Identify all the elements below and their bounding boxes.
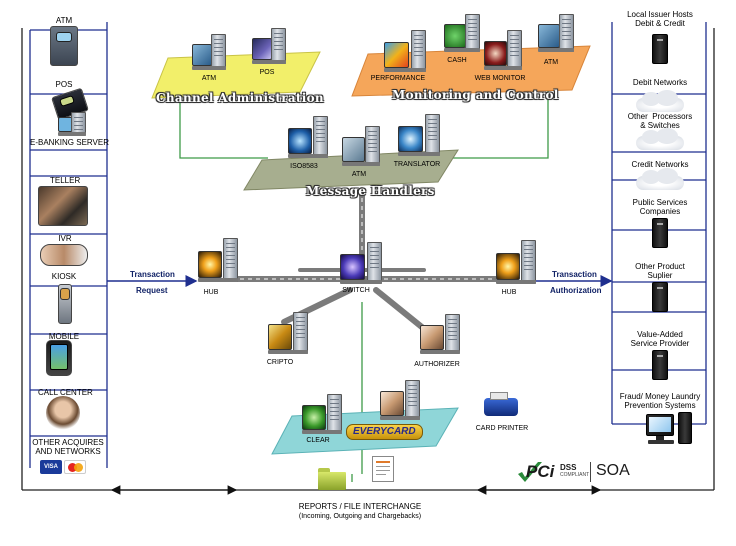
channel-other-acquirers-label: OTHER ACQUIRES AND NETWORKS: [32, 438, 104, 456]
performance-label: PERFORMANCE: [370, 75, 426, 82]
clear-server-icon: [302, 394, 342, 434]
visa-card-icon: VISA: [40, 460, 62, 474]
mastercard-icon: [64, 460, 86, 474]
reports-label: REPORTS / FILE INTERCHANGE: [298, 502, 422, 511]
channel-kiosk-label: KIOSK: [51, 272, 77, 281]
monitoring-atm-server-icon: [538, 14, 574, 52]
network-public-services-label: Public Services Companies: [632, 198, 688, 216]
message-handlers-title: Message Handlers: [306, 184, 435, 198]
cripto-label: CRIPTO: [266, 359, 294, 366]
other-processors-cloud-icon: [636, 128, 684, 150]
authorizer-server-icon: [420, 314, 460, 354]
clear-label: CLEAR: [306, 437, 330, 444]
message-handlers-platform: [243, 149, 459, 191]
card-printer-icon: [484, 392, 518, 416]
transaction-authorization-label-1: Transaction: [552, 270, 597, 279]
network-other-product-label: Other Product Suplier: [635, 262, 685, 280]
cash-label: CASH: [447, 57, 467, 64]
iso8583-label: ISO8583: [290, 163, 318, 170]
web-monitor-label: WEB MONITOR: [474, 75, 526, 82]
admin-pos-server-icon: [252, 28, 286, 64]
compliant-text: COMPLIANT: [560, 472, 590, 478]
transaction-authorization-label-2: Authorization: [550, 286, 602, 295]
iso8583-server-icon: [288, 116, 328, 158]
channel-call-center-label: CALL CENTER: [38, 388, 93, 397]
hub-right-label: HUB: [501, 289, 517, 296]
network-credit-label: Credit Networks: [631, 160, 689, 169]
credit-networks-cloud-icon: [636, 168, 684, 190]
monitoring-atm-label: ATM: [543, 59, 559, 66]
cripto-server-icon: [268, 312, 308, 354]
reports-sublabel: (Incoming, Outgoing and Chargebacks): [298, 513, 422, 520]
message-atm-label: ATM: [351, 171, 367, 178]
atm-machine-icon: [50, 26, 78, 66]
network-debit-label: Debit Networks: [632, 78, 688, 87]
network-local-issuer-label: Local Issuer Hosts Debit & Credit: [627, 10, 693, 28]
web-monitor-server-icon: [484, 30, 522, 70]
translator-label: TRANSLATOR: [393, 161, 441, 168]
report-document-icon: [372, 456, 394, 482]
ebanking-server-icon: [58, 112, 86, 136]
value-added-server-icon: [652, 350, 668, 380]
channel-ivr-label: IVR: [58, 234, 72, 243]
soa-text: SOA: [596, 462, 630, 479]
hub-left-label: HUB: [203, 289, 219, 296]
channel-teller-label: TELLER: [50, 176, 81, 185]
card-printer-label: CARD PRINTER: [475, 425, 529, 432]
dss-text: DSS: [560, 463, 577, 472]
call-center-agent-icon: [46, 396, 80, 430]
network-other-processors-label: Other Processors & Switches: [627, 112, 693, 130]
authorizer-label: AUTHORIZER: [414, 361, 460, 368]
teller-photo-icon: [38, 186, 88, 226]
message-atm-server-icon: [342, 126, 380, 166]
local-issuer-server-icon: [652, 34, 668, 64]
monitoring-title: Monitoring and Control: [392, 88, 559, 102]
channel-admin-title: Channel Administration: [156, 91, 324, 105]
other-product-server-icon: [652, 282, 668, 312]
hub-right-server-icon: [496, 240, 536, 284]
cash-server-icon: [444, 14, 480, 52]
switch-server-icon: [340, 242, 382, 284]
pci-text: PCi: [526, 462, 555, 481]
performance-server-icon: [384, 30, 426, 72]
pci-check-icon: [516, 460, 544, 484]
channel-atm-label: ATM: [55, 16, 73, 25]
everycard-logo: EVERYCARD: [346, 424, 423, 440]
public-services-server-icon: [652, 218, 668, 248]
left-channel-column: [29, 22, 108, 468]
admin-atm-server-icon: [192, 34, 226, 70]
network-fraud-label: Fraud/ Money Laundry Prevention Systems: [619, 392, 701, 410]
folder-icon: [318, 468, 346, 490]
fraud-workstation-icon: [646, 412, 694, 448]
hub-left-server-icon: [198, 238, 238, 282]
debit-networks-cloud-icon: [636, 90, 684, 112]
channel-ebanking-label: E-BANKING SERVER: [30, 138, 109, 147]
transaction-request-label-1: Transaction: [130, 270, 175, 279]
pci-dss-badge: PCi DSS COMPLIANT SOA: [516, 460, 636, 484]
card-logos: VISA: [40, 460, 86, 474]
translator-server-icon: [398, 114, 440, 156]
ivr-phone-icon: [40, 244, 88, 266]
admin-atm-label: ATM: [201, 75, 217, 82]
channel-pos-label: POS: [55, 80, 73, 89]
transaction-request-label-2: Request: [136, 286, 168, 295]
channel-mobile-label: MOBILE: [48, 332, 80, 341]
network-value-added-label: Value-Added Service Provider: [630, 330, 690, 348]
everycard-server-icon: [380, 380, 420, 420]
switch-label: SWITCH: [342, 287, 370, 294]
admin-pos-label: POS: [259, 69, 275, 76]
